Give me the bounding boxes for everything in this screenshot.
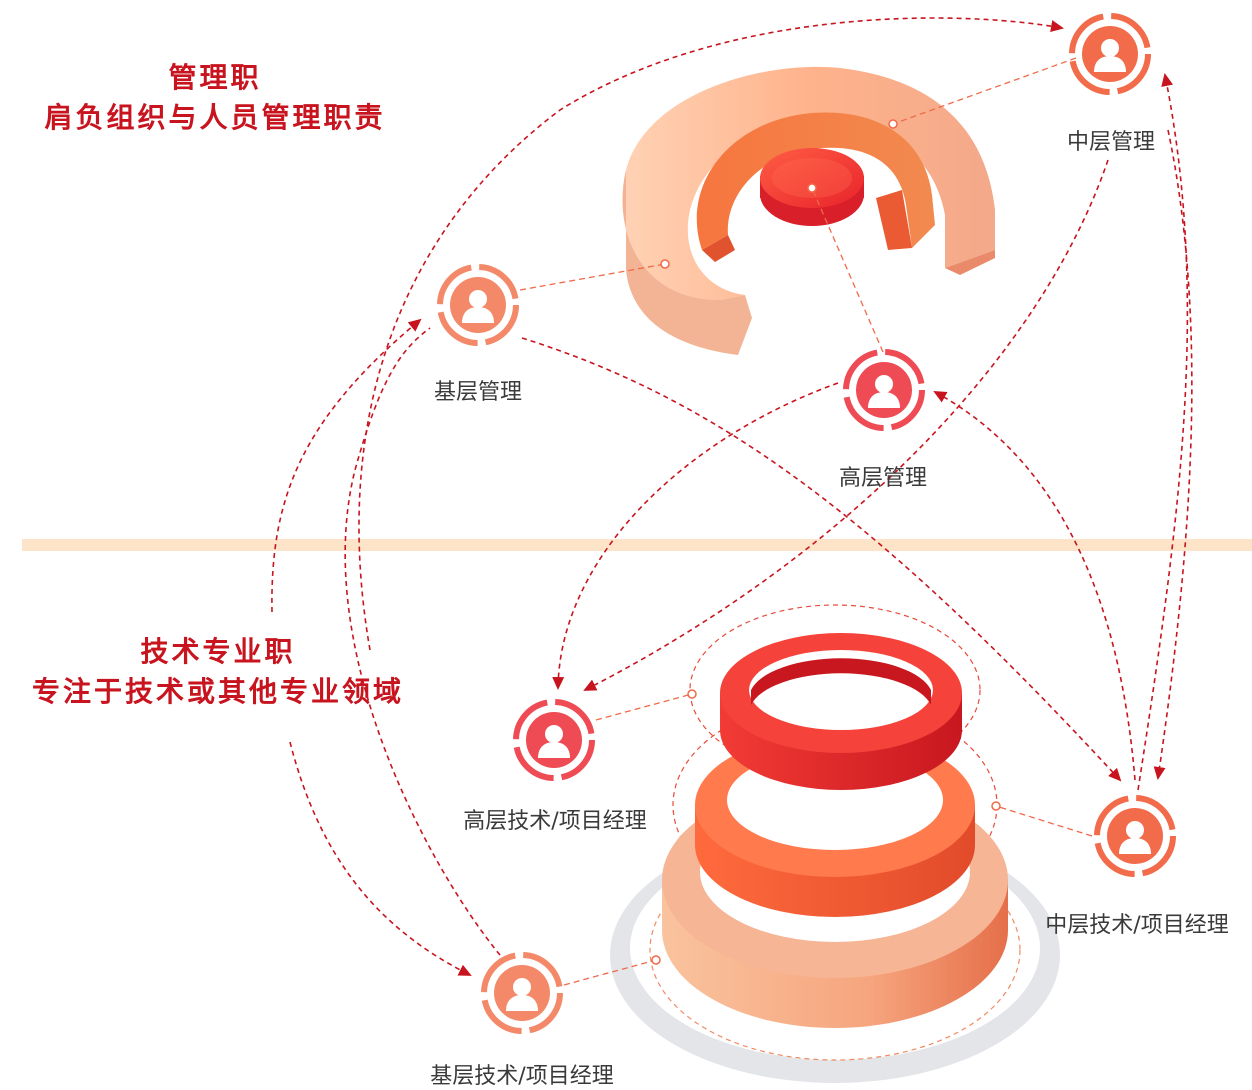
- label-senior-technical: 高层技术/项目经理: [463, 809, 647, 834]
- arrow-tech-junior-to-junior-mgmt: [271, 318, 422, 613]
- arrow-mgmt-to-tech-junior: [289, 741, 472, 976]
- technical-structure-graphic: [610, 604, 1060, 1083]
- management-structure-graphic: [622, 66, 995, 355]
- node-senior-management[interactable]: [843, 349, 925, 431]
- label-senior-management: 高层管理: [838, 466, 928, 491]
- arrow-tech-middle-to-senior-mgmt: [933, 391, 1136, 781]
- person-icon: [538, 725, 570, 758]
- connector-dots: [651, 119, 1001, 965]
- arrow-mgmt-junior-down: [344, 327, 501, 956]
- node-middle-management[interactable]: [1069, 13, 1151, 95]
- person-icon: [868, 375, 900, 408]
- node-connector-lines: [519, 57, 1093, 986]
- label-junior-management: 基层管理: [433, 380, 523, 405]
- arrow-senior-mgmt-to-tech-senior: [552, 382, 839, 690]
- arrow-tech-middle-to-middle-mgmt: [1137, 73, 1189, 791]
- arrow-middle-mgmt-to-tech-senior: [583, 159, 1109, 691]
- node-middle-technical[interactable]: [1094, 795, 1176, 877]
- person-icon: [506, 978, 538, 1011]
- technical-title: 技术专业职: [140, 635, 296, 668]
- person-icon: [1094, 39, 1126, 72]
- management-title: 管理职: [168, 61, 262, 94]
- technical-subtitle: 专注于技术或其他专业领域: [31, 675, 404, 708]
- management-subtitle: 肩负组织与人员管理职责: [44, 101, 386, 134]
- label-junior-technical: 基层技术/项目经理: [430, 1064, 614, 1089]
- person-icon: [462, 290, 494, 323]
- label-middle-management: 中层管理: [1066, 130, 1156, 155]
- person-icon: [1119, 821, 1151, 854]
- node-junior-technical[interactable]: [481, 952, 563, 1034]
- technical-section-heading: 技术专业职 专注于技术或其他专业领域: [8, 632, 428, 712]
- career-path-arrows: [271, 17, 1193, 976]
- node-senior-technical[interactable]: [513, 699, 595, 781]
- label-middle-technical: 中层技术/项目经理: [1045, 913, 1229, 938]
- management-section-heading: 管理职 肩负组织与人员管理职责: [30, 58, 400, 138]
- node-junior-management[interactable]: [437, 264, 519, 346]
- arrow-middle-mgmt-to-tech-middle: [1153, 129, 1193, 780]
- section-divider: [22, 539, 1252, 551]
- arrow-junior-mgmt-to-middle-mgmt: [358, 17, 1064, 651]
